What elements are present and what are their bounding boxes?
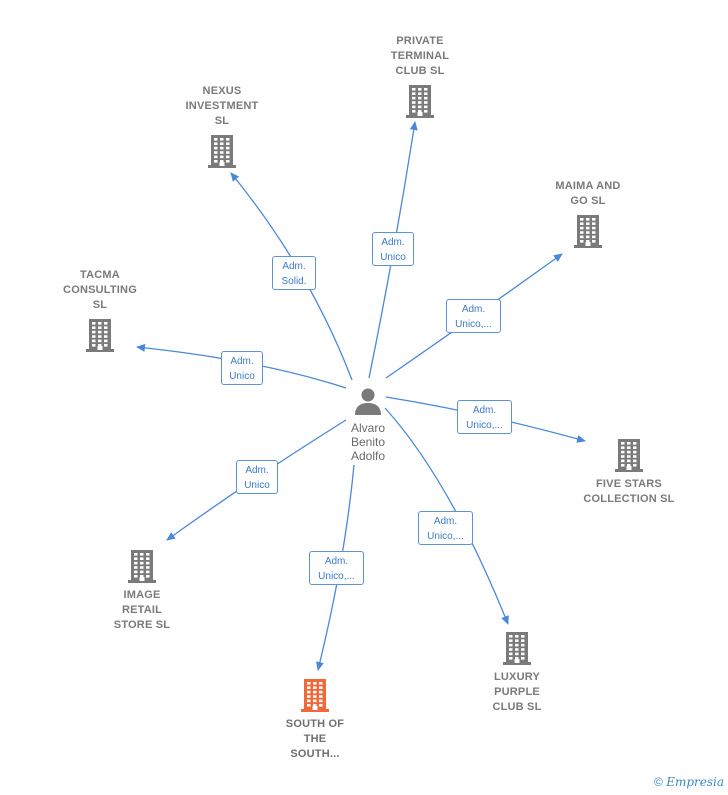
company-node-luxury-purple-club[interactable]: LUXURY PURPLE CLUB SL (457, 630, 577, 715)
company-node-maima-and-go[interactable]: MAIMA AND GO SL (528, 179, 648, 249)
building-icon (128, 550, 156, 583)
company-node-five-stars-collection[interactable]: FIVE STARS COLLECTION SL (569, 437, 689, 507)
relation-label-maima-and-go[interactable]: Adm. Unico,... (446, 299, 501, 333)
relation-label-south-of-the-south[interactable]: Adm. Unico,... (309, 551, 364, 585)
person-name[interactable]: Alvaro Benito Adolfo (350, 421, 386, 463)
relation-label-image-retail-store[interactable]: Adm. Unico (236, 460, 278, 494)
company-name[interactable]: NEXUS INVESTMENT SL (185, 85, 259, 127)
company-name[interactable]: FIVE STARS COLLECTION SL (583, 478, 675, 505)
building-icon (615, 439, 643, 472)
brand-name: Empresia (666, 775, 724, 789)
building-icon (301, 679, 329, 712)
building-icon (503, 632, 531, 665)
relation-label-nexus-investment[interactable]: Adm. Solid. (272, 256, 316, 290)
company-name[interactable]: IMAGE RETAIL STORE SL (113, 589, 171, 631)
company-name[interactable]: MAIMA AND GO SL (555, 180, 621, 207)
company-node-nexus-investment[interactable]: NEXUS INVESTMENT SL (162, 84, 282, 169)
edge-luxury-purple-club (384, 407, 509, 625)
building-icon (406, 85, 434, 118)
relation-label-private-terminal-club[interactable]: Adm. Unico (372, 232, 414, 266)
company-name[interactable]: PRIVATE TERMINAL CLUB SL (390, 35, 450, 77)
footer-brand: © Empresia (654, 775, 724, 789)
company-node-image-retail-store[interactable]: IMAGE RETAIL STORE SL (82, 548, 202, 633)
copyright-icon: © (654, 775, 663, 789)
company-node-south-of-the-south[interactable]: SOUTH OF THE SOUTH... (255, 677, 375, 762)
building-icon (86, 319, 114, 352)
person-icon (355, 388, 381, 415)
relation-label-five-stars-collection[interactable]: Adm. Unico,... (457, 400, 512, 434)
company-name[interactable]: TACMA CONSULTING SL (63, 269, 137, 311)
company-name[interactable]: LUXURY PURPLE CLUB SL (492, 671, 542, 713)
relation-label-luxury-purple-club[interactable]: Adm. Unico,... (418, 511, 473, 545)
company-node-private-terminal-club[interactable]: PRIVATE TERMINAL CLUB SL (360, 34, 480, 119)
building-icon (574, 215, 602, 248)
person-node[interactable]: Alvaro Benito Adolfo (328, 386, 408, 463)
company-node-tacma-consulting[interactable]: TACMA CONSULTING SL (40, 268, 160, 353)
building-icon (208, 135, 236, 168)
company-name[interactable]: SOUTH OF THE SOUTH... (285, 718, 345, 760)
relation-label-tacma-consulting[interactable]: Adm. Unico (221, 351, 263, 385)
